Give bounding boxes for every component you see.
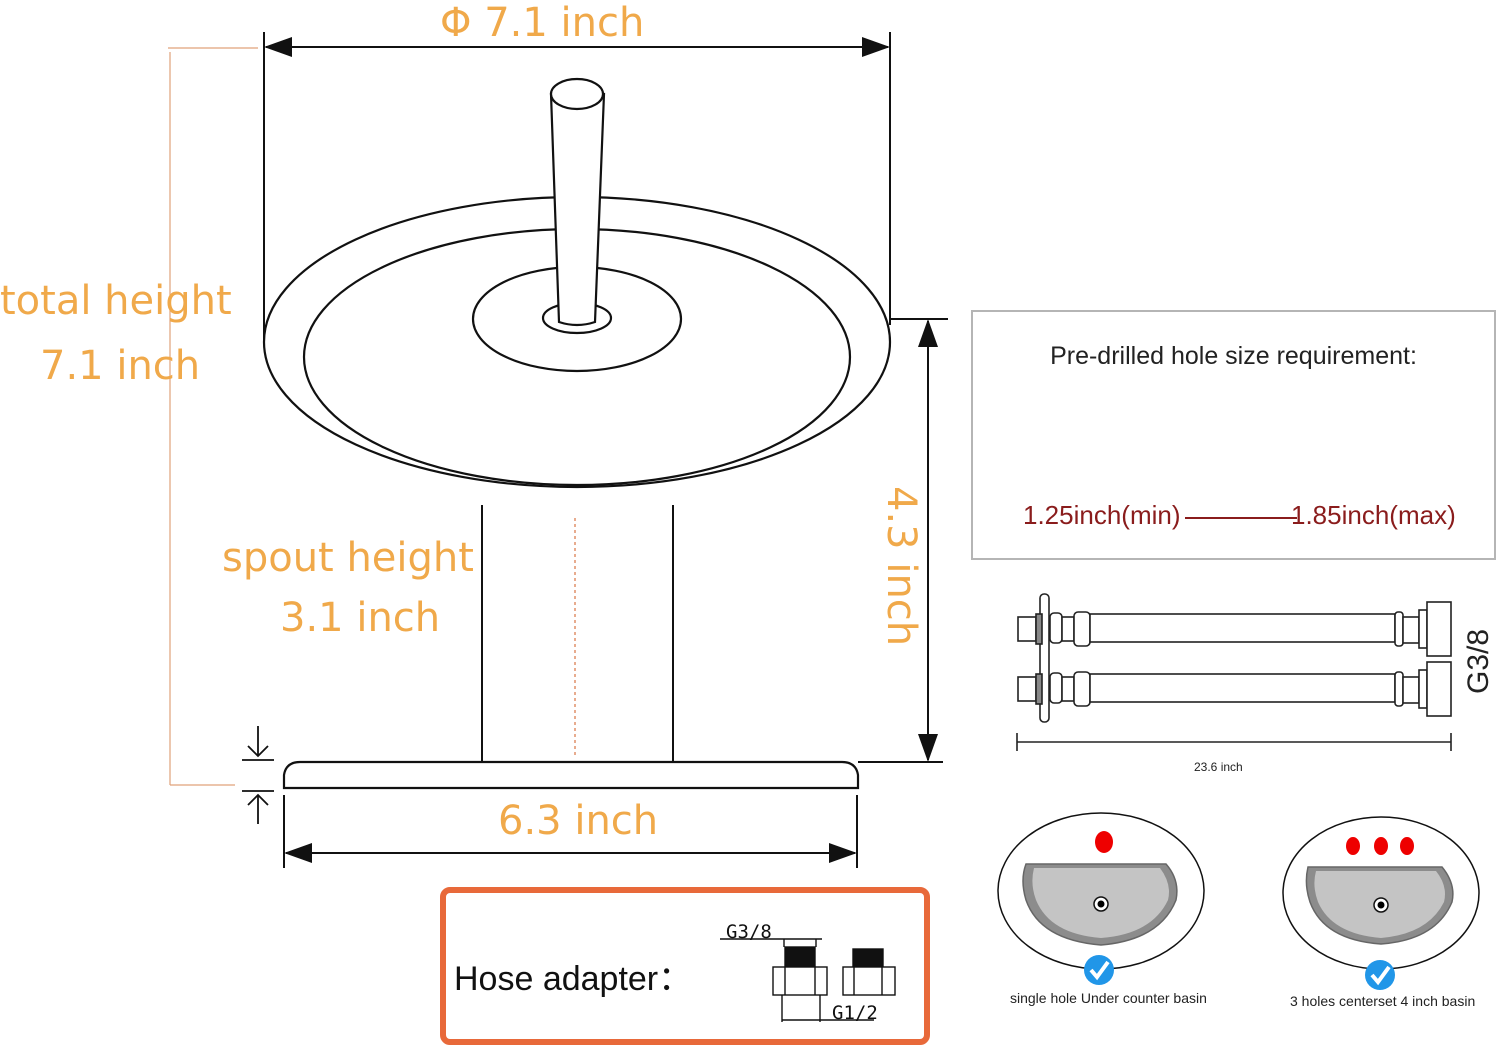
total-height-value: 7.1 inch [40,343,201,389]
check-icon [1365,960,1395,990]
hoses-drawing [1016,593,1452,751]
total-height-guide [168,47,258,786]
hose-adapter-label: Hose adapter： [454,960,693,998]
hose-thread-label: G3/8 [1462,628,1495,694]
adapter-fittings-icon [720,938,896,1022]
hole-max-size: 1.85inch(max) [1291,500,1456,530]
check-icon [1084,955,1114,985]
faucet-base [282,760,860,790]
hole-min-size: 1.25inch(min) [1023,500,1181,530]
base-thickness-arrows [242,726,274,824]
spout-height-label: spout height [222,535,474,581]
total-height-label: total height [0,278,232,324]
basin-caption-three: 3 holes centerset 4 inch basin [1290,993,1476,1009]
faucet-handle [549,77,606,327]
hose-length-label: 23.6 inch [1194,760,1243,774]
basin-single-hole [997,812,1205,970]
faucet-stem [481,505,674,762]
spout-reach-label: 4.3 inch [878,486,924,647]
base-width-dimension [283,795,858,868]
base-width-label: 6.3 inch [498,798,659,844]
hole-requirement-panel: Pre-drilled hole size requirement: 1.25i… [971,310,1496,560]
diameter-dimension [263,32,891,345]
adapter-thread-bottom: G1/2 [832,1002,878,1024]
hose-2 [1017,661,1452,717]
spout-height-value: 3.1 inch [280,595,441,641]
hole-range-line [1185,517,1297,519]
basin-caption-single: single hole Under counter basin [1010,990,1207,1006]
basin-three-hole [1282,816,1480,970]
diameter-label: Φ 7.1 inch [440,0,645,46]
hose-adapter-box: Hose adapter： G3/8 G1/2 [440,887,930,1045]
spout-reach-dimension [858,318,948,763]
hose-1 [1017,601,1452,657]
adapter-thread-top: G3/8 [726,921,772,943]
hole-requirement-title: Pre-drilled hole size requirement: [1050,342,1417,370]
